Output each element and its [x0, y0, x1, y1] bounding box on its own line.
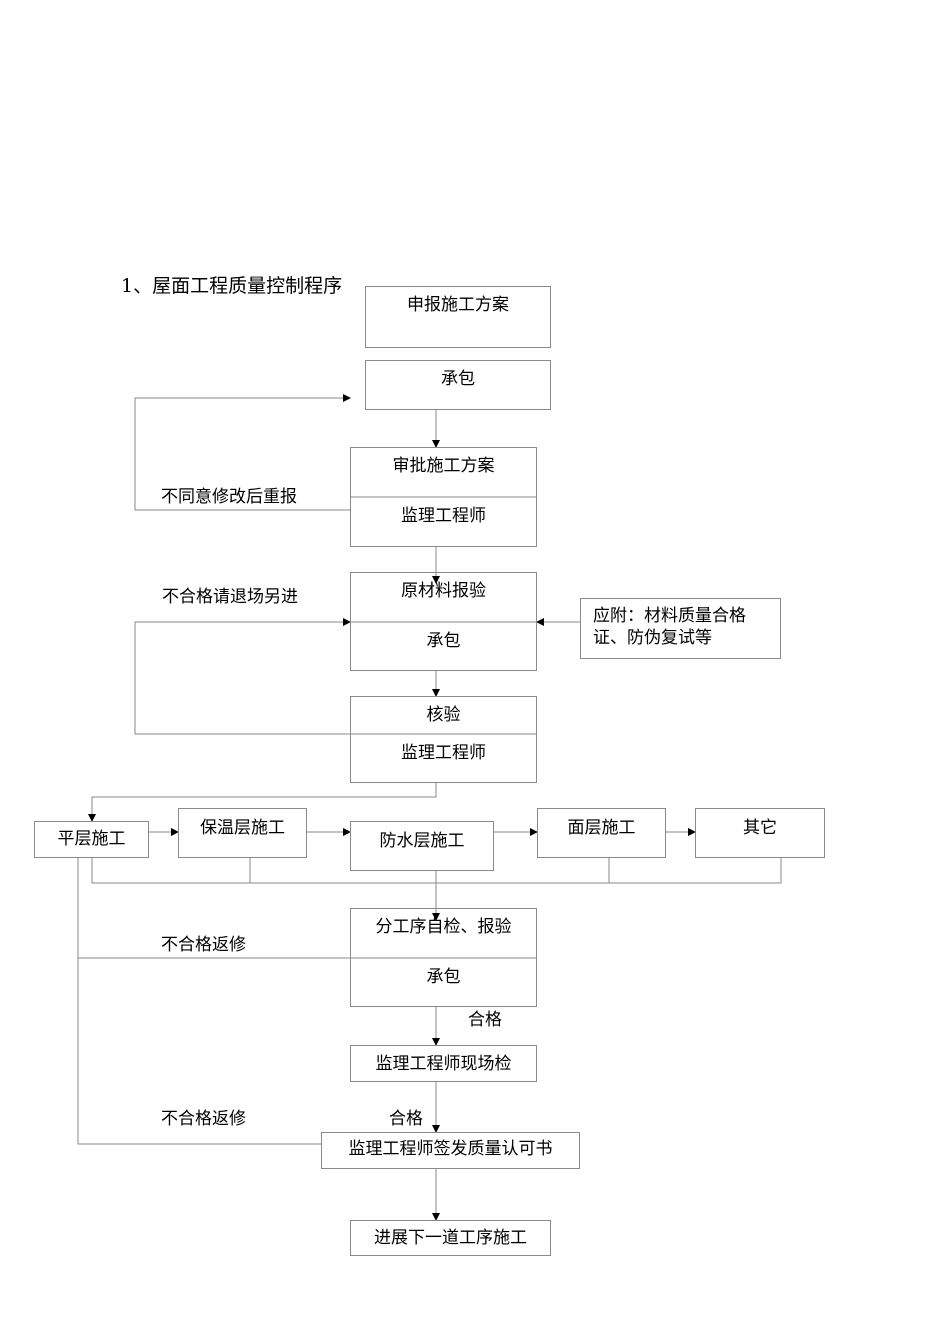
verify-label: 核验: [426, 705, 461, 725]
rework-line-2: [77, 858, 321, 1145]
box-insulation: 保温层施工: [178, 808, 307, 858]
sign-cert-label: 监理工程师签发质量认可书: [348, 1139, 553, 1159]
page-title: 1、屋面工程质量控制程序: [121, 275, 343, 297]
box-declare-plan: 申报施工方案: [365, 286, 551, 348]
loop-disagree-resubmit: [134, 394, 351, 511]
declare-plan-label: 申报施工方案: [407, 295, 509, 315]
label-rework-1: 不合格返修: [161, 935, 246, 955]
box-waterproof: 防水层施工: [350, 821, 494, 871]
box-leveling: 平层施工: [34, 821, 149, 858]
contractor-2-label: 承包: [426, 631, 461, 651]
leveling-label: 平层施工: [57, 829, 126, 849]
label-pass-1: 合格: [468, 1010, 502, 1030]
box-site-inspect: 监理工程师现场检: [350, 1045, 537, 1082]
box-sign-cert: 监理工程师签发质量认可书: [321, 1132, 580, 1169]
label-disagree-resubmit: 不同意修改后重报: [161, 487, 297, 507]
box-raw-material: 原材料报验 承包: [350, 572, 537, 671]
self-inspect-label: 分工序自检、报验: [375, 917, 512, 937]
contractor-1-label: 承包: [441, 369, 475, 389]
waterproof-label: 防水层施工: [379, 831, 465, 851]
site-inspect-label: 监理工程师现场检: [375, 1054, 512, 1074]
label-pass-2: 合格: [389, 1109, 423, 1129]
attachment-line-2: 证、防伪复试等: [593, 628, 712, 648]
surface-label: 面层施工: [567, 818, 636, 838]
label-rework-2: 不合格返修: [161, 1109, 246, 1129]
box-attachment-note: 应附：材料质量合格 证、防伪复试等: [580, 598, 781, 659]
box-contractor-1: 承包: [365, 360, 551, 410]
box-self-inspect: 分工序自检、报验 承包: [350, 908, 537, 1007]
box-next-process: 进展下一道工序施工: [350, 1220, 551, 1256]
arrow-verify-to-leveling: [88, 783, 437, 822]
supervisor-1-label: 监理工程师: [401, 506, 486, 526]
others-label: 其它: [743, 818, 777, 838]
box-surface: 面层施工: [537, 808, 666, 858]
next-process-label: 进展下一道工序施工: [374, 1228, 527, 1248]
raw-material-label: 原材料报验: [401, 581, 486, 601]
box-approve-plan: 审批施工方案 监理工程师: [350, 447, 537, 547]
label-reject-material: 不合格请退场另进: [162, 587, 298, 607]
approve-plan-label: 审批施工方案: [392, 456, 495, 476]
supervisor-2-label: 监理工程师: [401, 743, 486, 763]
insulation-label: 保温层施工: [200, 818, 285, 838]
contractor-3-label: 承包: [426, 967, 461, 987]
attachment-line-1: 应附：材料质量合格: [593, 606, 746, 626]
box-verify: 核验 监理工程师: [350, 696, 537, 783]
box-others: 其它: [695, 808, 825, 858]
loop-reject-material: [134, 618, 351, 735]
